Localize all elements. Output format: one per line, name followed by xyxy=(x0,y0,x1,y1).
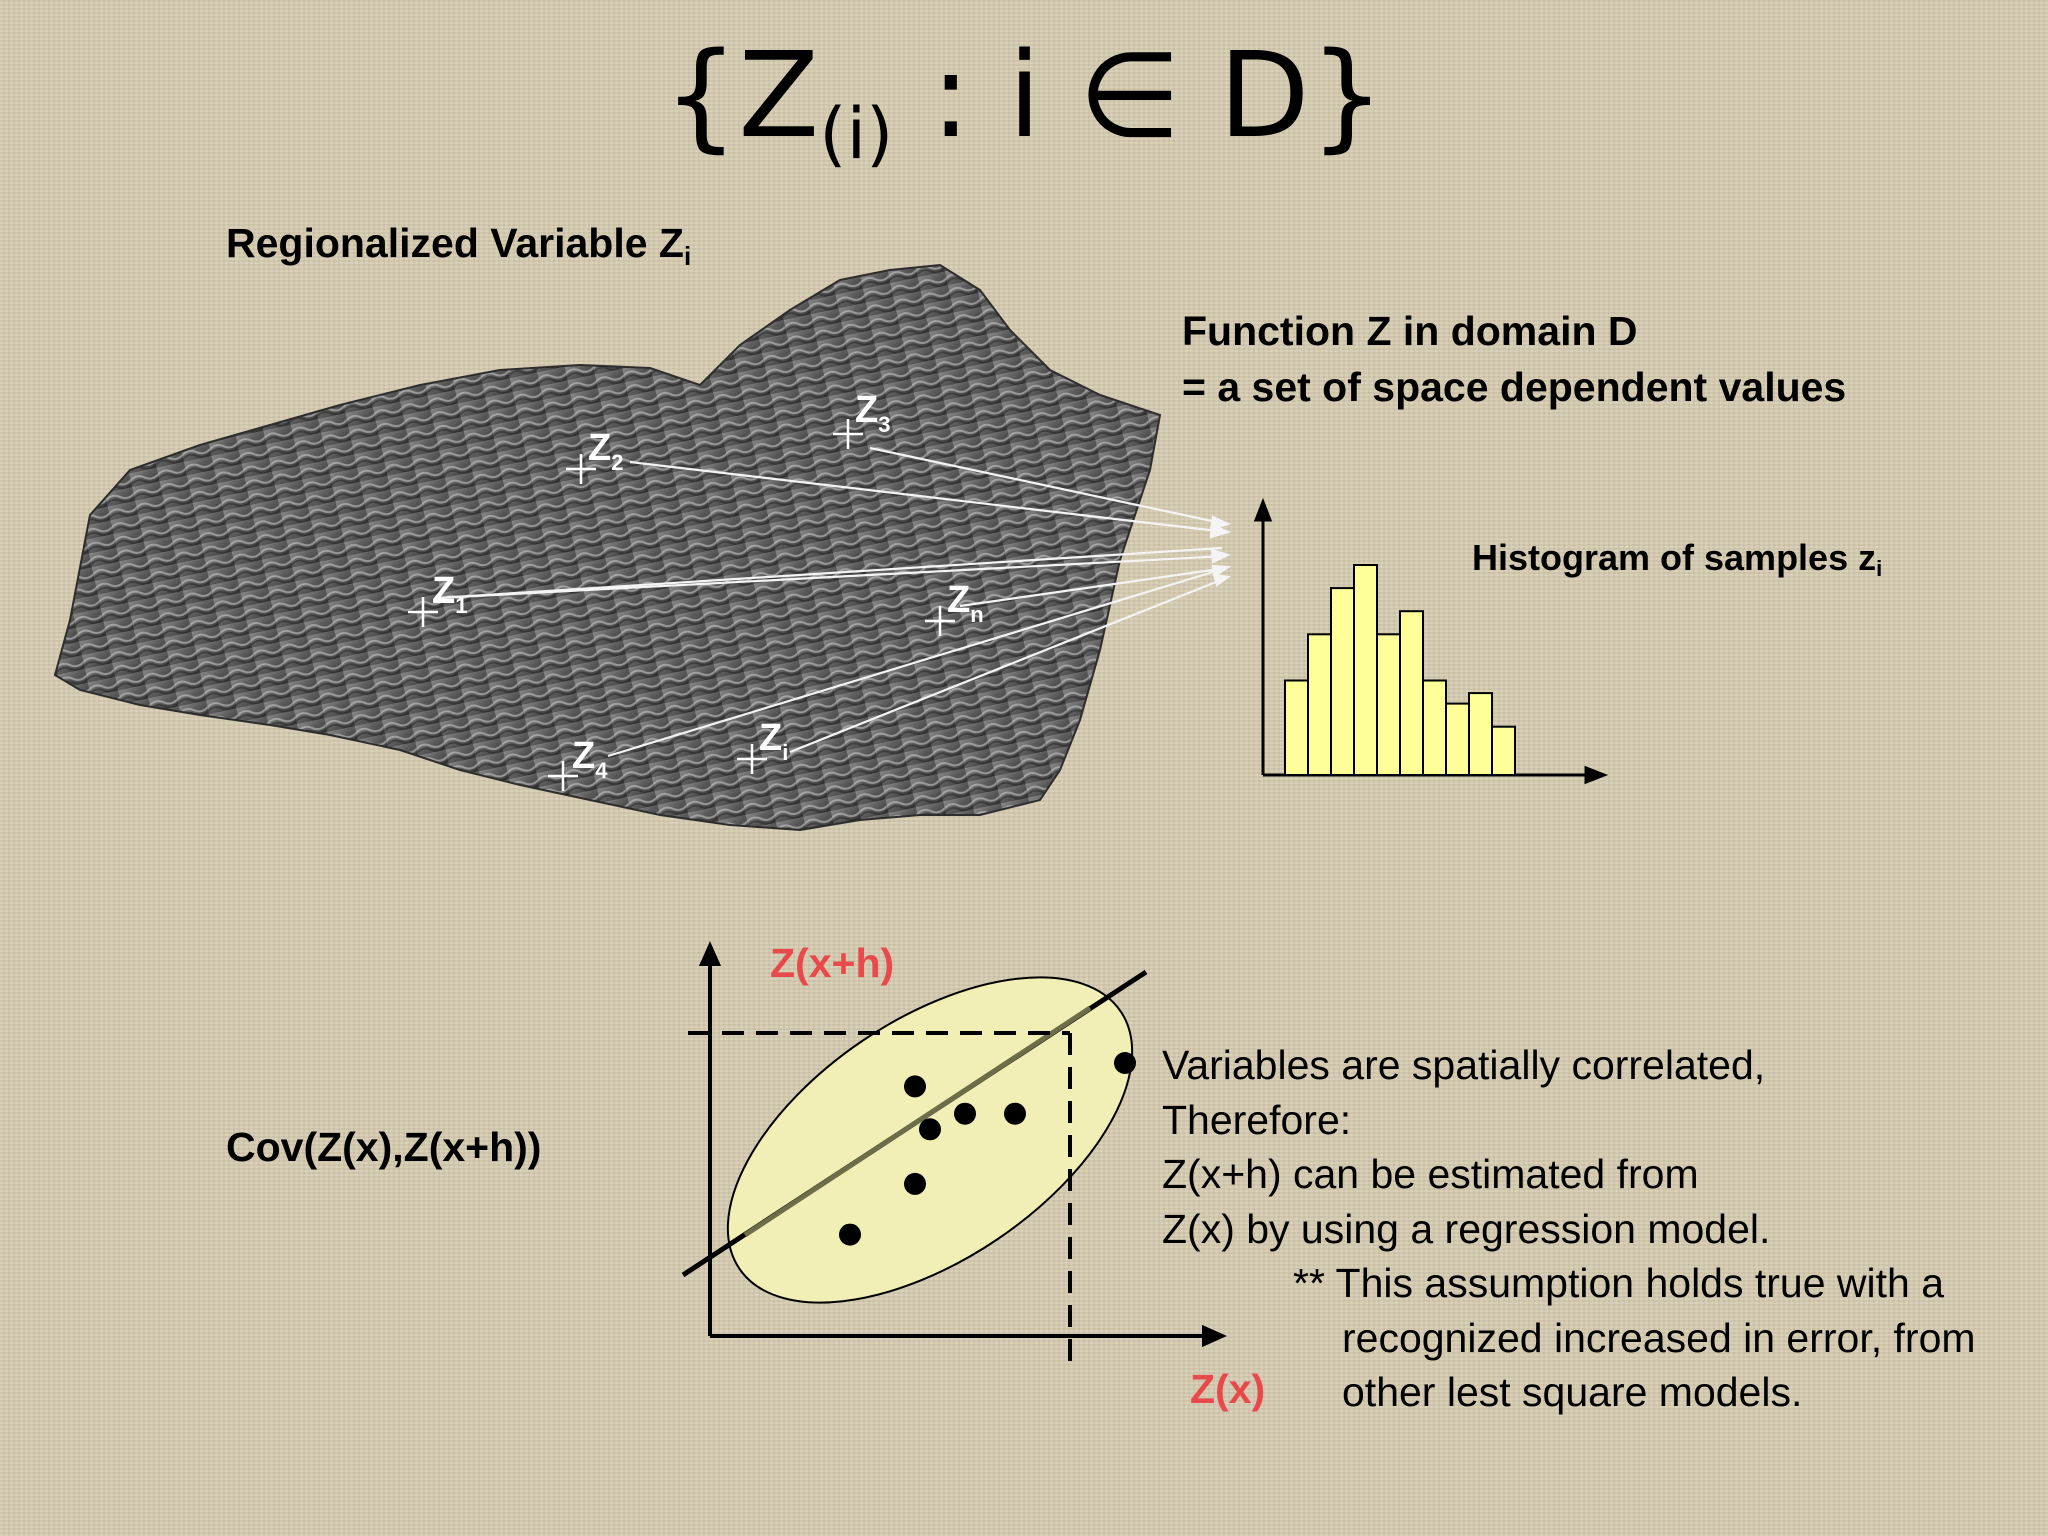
scatter-point xyxy=(1004,1102,1026,1125)
regression-line-inside xyxy=(743,1005,1092,1238)
scatter-point xyxy=(919,1118,941,1141)
explanation-line-3: Z(x+h) can be estimated from xyxy=(1162,1151,1699,1197)
sample-arrows xyxy=(437,446,1232,758)
title-subscript: (i) xyxy=(819,93,894,175)
scatter-point xyxy=(1114,1052,1136,1074)
covariance-label: Cov(Z(x),Z(x+h)) xyxy=(226,1124,542,1170)
scatter-y-axis-label: Z(x+h) xyxy=(770,940,895,986)
scatter-axes xyxy=(698,941,1227,1348)
histogram-bar xyxy=(1330,587,1355,776)
explanation-line-4: Z(x) by using a regression model. xyxy=(1162,1205,1771,1252)
sample-label-zn: Zn xyxy=(947,579,984,627)
sample-markers xyxy=(408,419,955,791)
scatter-point xyxy=(904,1075,926,1098)
histogram-bar xyxy=(1284,679,1309,776)
sample-label-zi: Zi xyxy=(759,717,788,765)
scatter-point xyxy=(954,1102,976,1125)
explanation-text: Variables are spatially correlated, Ther… xyxy=(1162,1038,1976,1420)
scatter-point xyxy=(839,1223,861,1246)
sample-label-z1: Z1 xyxy=(432,570,467,618)
scatter-x-axis-label: Z(x) xyxy=(1190,1366,1266,1412)
sample-label-z4: Z4 xyxy=(572,735,608,783)
histogram-bar xyxy=(1468,692,1493,776)
scatter-plot xyxy=(681,941,1227,1372)
explanation-note-3: other lest square models. xyxy=(1342,1369,1803,1415)
terrain-relief-map xyxy=(53,263,1162,832)
histogram-bar xyxy=(1445,702,1470,776)
function-line-2: = a set of space dependent values xyxy=(1182,364,1847,410)
histogram-bar xyxy=(1399,610,1424,777)
scatter-point xyxy=(904,1172,926,1195)
sample-labels: Z1 Z2 Z3 Zn Zi Z4 xyxy=(432,389,984,783)
histogram-bar xyxy=(1422,679,1447,776)
explanation-note-2: recognized increased in error, from xyxy=(1342,1314,1976,1361)
explanation-line-1: Variables are spatially correlated, xyxy=(1162,1042,1766,1088)
histogram-label: Histogram of samples zi xyxy=(1472,537,1883,581)
histogram-bar xyxy=(1307,633,1332,776)
regionalized-variable-label: Regionalized Variable Zi xyxy=(226,220,692,271)
page-title: {Z(i) : i ∈ D} xyxy=(663,26,1385,175)
explanation-note-1: ** This assumption holds true with a xyxy=(1293,1260,1945,1306)
sample-label-z3: Z3 xyxy=(855,389,890,437)
sample-label-z2: Z2 xyxy=(588,427,623,475)
histogram-bar xyxy=(1491,725,1516,777)
explanation-line-2: Therefore: xyxy=(1162,1096,1352,1143)
histogram-bar xyxy=(1353,564,1378,776)
histogram-bar xyxy=(1376,633,1401,776)
histogram-bars xyxy=(1284,564,1516,777)
scatter-points xyxy=(839,1052,1136,1246)
function-line-1: Function Z in domain D xyxy=(1182,308,1638,354)
function-description: Function Z in domain D = a set of space … xyxy=(1182,303,1846,415)
